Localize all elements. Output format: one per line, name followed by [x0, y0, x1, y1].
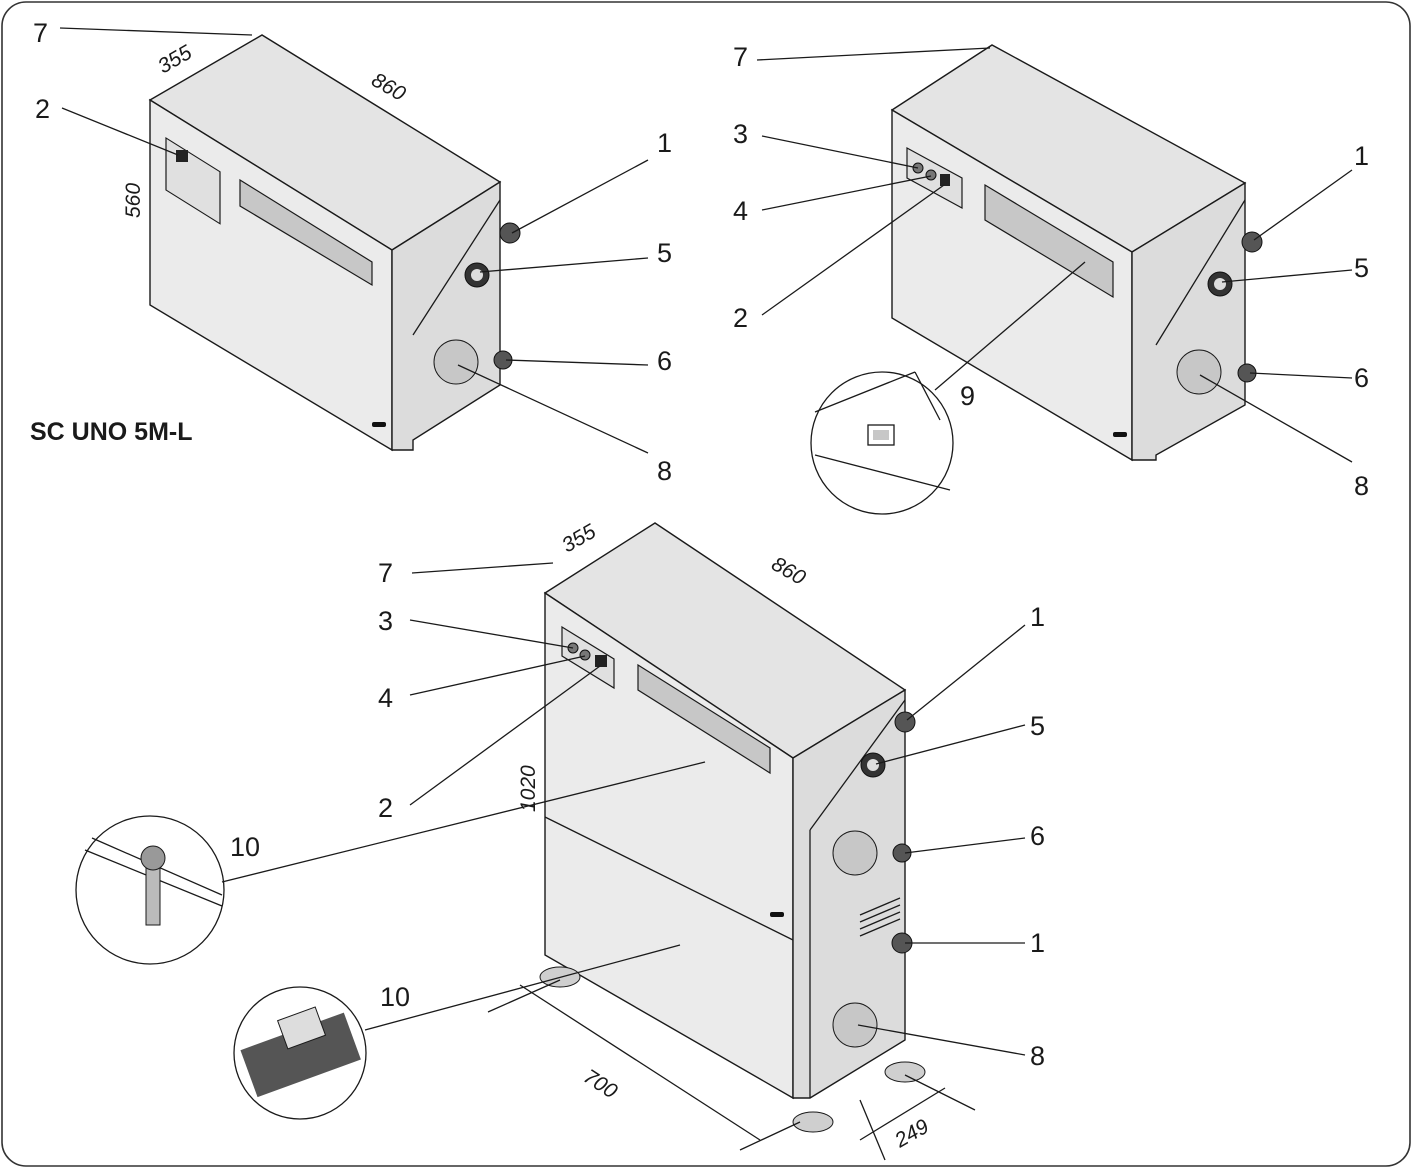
detail-zoom-9 [810, 371, 954, 515]
callout-b-7: 7 [378, 558, 393, 588]
callout-b-10-upper: 10 [230, 832, 260, 862]
connector-1 [1241, 231, 1263, 253]
callout-tr-8: 8 [1354, 471, 1369, 501]
model-title: SC UNO 5M-L [30, 418, 193, 446]
callout-tl-7: 7 [33, 18, 48, 48]
dim-height-bottom: 1020 [517, 765, 540, 812]
callout-tl-5: 5 [657, 238, 672, 268]
power-switch [176, 150, 188, 162]
callout-tl-2: 2 [35, 94, 50, 124]
connector-1 [499, 222, 521, 244]
foot-right [884, 1061, 926, 1083]
side-face [391, 180, 501, 451]
callout-tr-6: 6 [1354, 363, 1369, 393]
vent-grille [859, 897, 901, 937]
callout-tr-9: 9 [960, 381, 975, 411]
inspection-port-8 [832, 1002, 878, 1048]
callout-b-5: 5 [1030, 711, 1045, 741]
display-window [984, 183, 1114, 299]
unit-bottom [75, 522, 926, 1133]
display-window [239, 178, 373, 287]
side-face [1131, 181, 1246, 461]
callout-b-3: 3 [378, 606, 393, 636]
unit-top-left [148, 34, 521, 452]
callout-b-1-upper: 1 [1030, 602, 1045, 632]
callout-b-2: 2 [378, 793, 393, 823]
side-face [792, 688, 906, 1099]
inspection-port-upper [832, 830, 878, 876]
callout-tr-5: 5 [1354, 253, 1369, 283]
callout-tl-6: 6 [657, 346, 672, 376]
callout-tr-4: 4 [733, 196, 748, 226]
callout-tl-1: 1 [657, 128, 672, 158]
callout-tr-2: 2 [733, 303, 748, 333]
callout-tr-7: 7 [733, 42, 748, 72]
inspection-port-8 [433, 339, 479, 385]
display-window [637, 663, 771, 775]
callout-b-10-lower: 10 [380, 982, 410, 1012]
callout-b-4: 4 [378, 683, 393, 713]
connector-1-upper [894, 711, 916, 733]
callout-b-1-lower: 1 [1030, 928, 1045, 958]
callout-b-6: 6 [1030, 821, 1045, 851]
foot-front [792, 1111, 834, 1133]
callout-tl-8: 8 [657, 456, 672, 486]
callout-tr-3: 3 [733, 119, 748, 149]
callout-b-8: 8 [1030, 1041, 1045, 1071]
callout-tr-1: 1 [1354, 141, 1369, 171]
connector-6 [892, 843, 912, 863]
unit-top-right [810, 44, 1263, 515]
inspection-port-8 [1176, 349, 1222, 395]
dim-height-tl: 560 [122, 183, 145, 218]
